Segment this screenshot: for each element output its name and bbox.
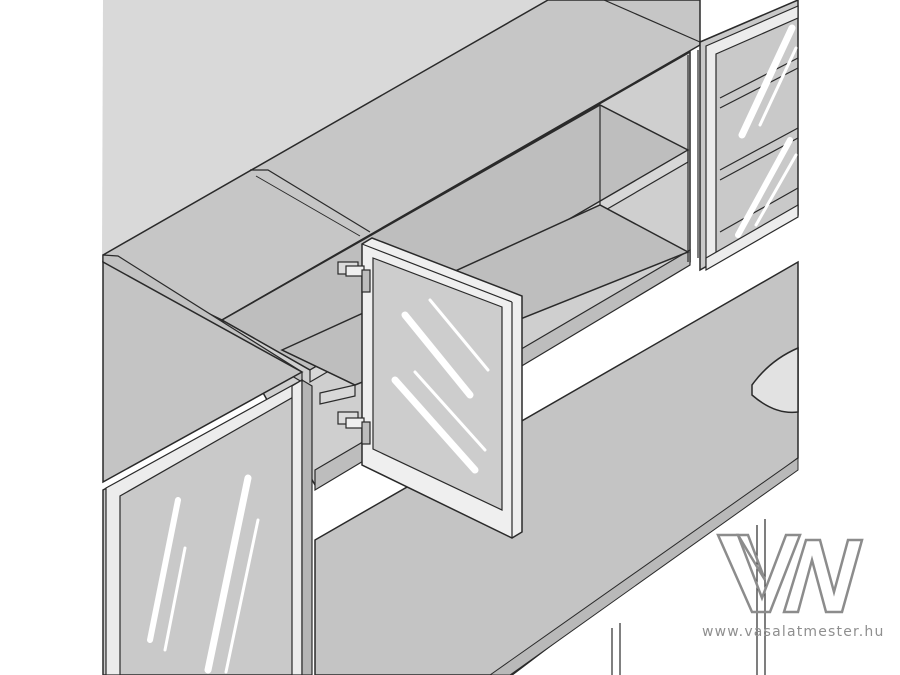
top-panel-seam (255, 175, 361, 237)
left-cabinet-side (301, 378, 313, 675)
top-panel-seam (603, 0, 701, 43)
watermark-logo (716, 533, 864, 614)
open-door-glass-pane (372, 257, 503, 511)
glass-reflection (147, 474, 260, 674)
right-cabinet-shelf (719, 127, 799, 171)
open-door-edge (361, 243, 513, 303)
hinge-icon (337, 411, 371, 445)
left-cabinet-door-side (291, 378, 303, 675)
watermark-url: www.vasalatmester.hu (702, 624, 885, 640)
shelf-upper-side (221, 319, 311, 371)
right-cabinet-shelf (719, 57, 799, 99)
countertop-front-edge (489, 457, 799, 675)
glass-reflection (735, 24, 798, 238)
hinge-icon (337, 261, 371, 293)
top-panel-seam (250, 169, 371, 233)
glass-reflection (391, 298, 490, 474)
left-cabinet-lid (102, 260, 304, 484)
shelf-lower-edge (319, 384, 356, 405)
right-cabinet-shelf (719, 187, 799, 233)
sink-cutout (751, 346, 799, 414)
right-cabinet-door-bottom-frame (705, 203, 799, 272)
shelf-lower-side (281, 349, 356, 386)
